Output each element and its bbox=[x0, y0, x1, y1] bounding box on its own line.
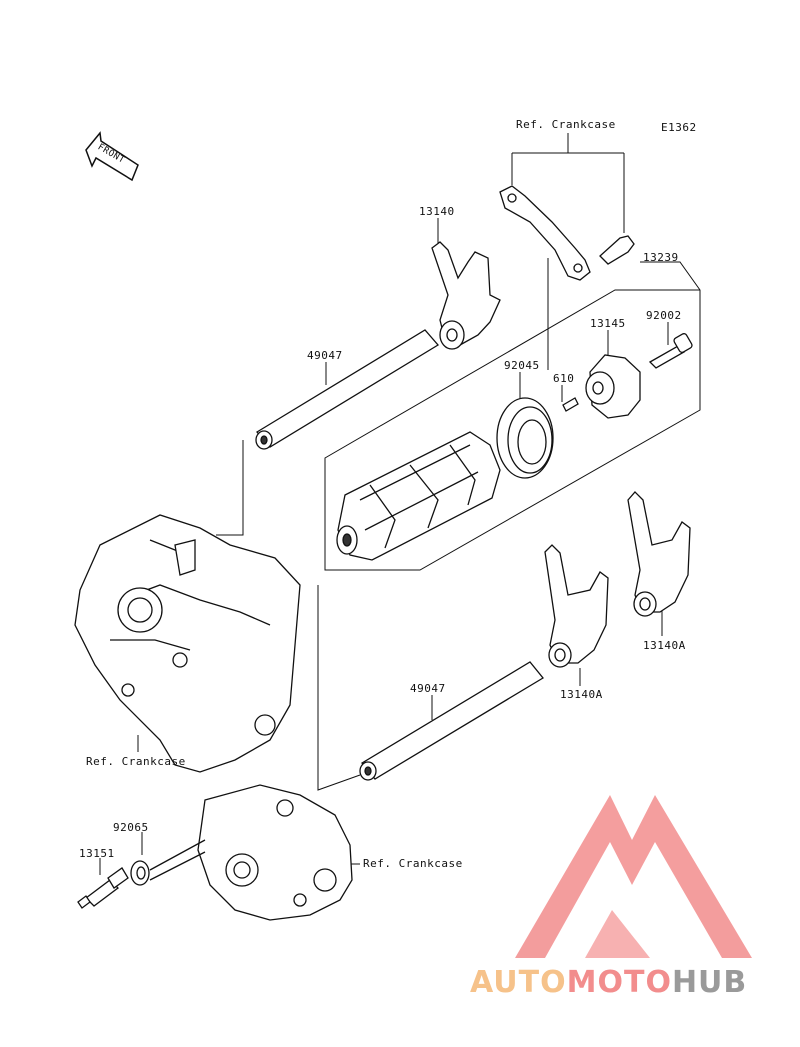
shift-fork-13140A-right bbox=[627, 491, 691, 617]
shift-drum bbox=[336, 431, 501, 561]
ref-crankcase-top-label: Ref. Crankcase bbox=[516, 118, 616, 131]
sensor-13151 bbox=[77, 867, 129, 909]
part-92002-label: 92002 bbox=[646, 309, 682, 322]
crankcase-bottom bbox=[149, 784, 353, 921]
part-13151-label: 13151 bbox=[79, 847, 115, 860]
part-13239-label: 13239 bbox=[643, 251, 679, 264]
part-13140A-mid-label: 13140A bbox=[560, 688, 603, 701]
shift-drum-end-13145 bbox=[562, 354, 641, 419]
ref-crankcase-bottom-label: Ref. Crankcase bbox=[363, 857, 463, 870]
bolt-92002 bbox=[648, 333, 693, 369]
shift-rod-lower bbox=[359, 661, 544, 781]
washer-92065 bbox=[130, 860, 150, 886]
bearing-92045 bbox=[496, 397, 554, 479]
part-49047-upper-label: 49047 bbox=[307, 349, 343, 362]
shift-rod-upper bbox=[255, 329, 439, 450]
ref-crankcase-left-label: Ref. Crankcase bbox=[86, 755, 186, 768]
watermark-moto: MOTO bbox=[566, 965, 672, 1000]
watermark-auto: AUTO bbox=[470, 965, 567, 1000]
shift-fork-13140 bbox=[431, 241, 501, 350]
watermark-logo bbox=[515, 795, 752, 958]
part-13145-label: 13145 bbox=[590, 317, 626, 330]
diagram-code: E1362 bbox=[661, 121, 697, 134]
part-13140A-right-label: 13140A bbox=[643, 639, 686, 652]
watermark-wordmark: AUTOMOTOHUB bbox=[470, 968, 747, 998]
front-arrow-icon bbox=[85, 131, 139, 182]
crankcase-left bbox=[74, 514, 301, 773]
part-610-label: 610 bbox=[553, 372, 575, 385]
shift-fork-13140A-mid bbox=[544, 544, 609, 668]
part-92045-label: 92045 bbox=[504, 359, 540, 372]
crankcase-bracket-plate bbox=[499, 185, 635, 281]
watermark-hub: HUB bbox=[671, 965, 748, 1000]
leader-lines bbox=[99, 133, 701, 875]
part-92065-label: 92065 bbox=[113, 821, 149, 834]
part-49047-lower-label: 49047 bbox=[410, 682, 446, 695]
part-13140-label: 13140 bbox=[419, 205, 455, 218]
